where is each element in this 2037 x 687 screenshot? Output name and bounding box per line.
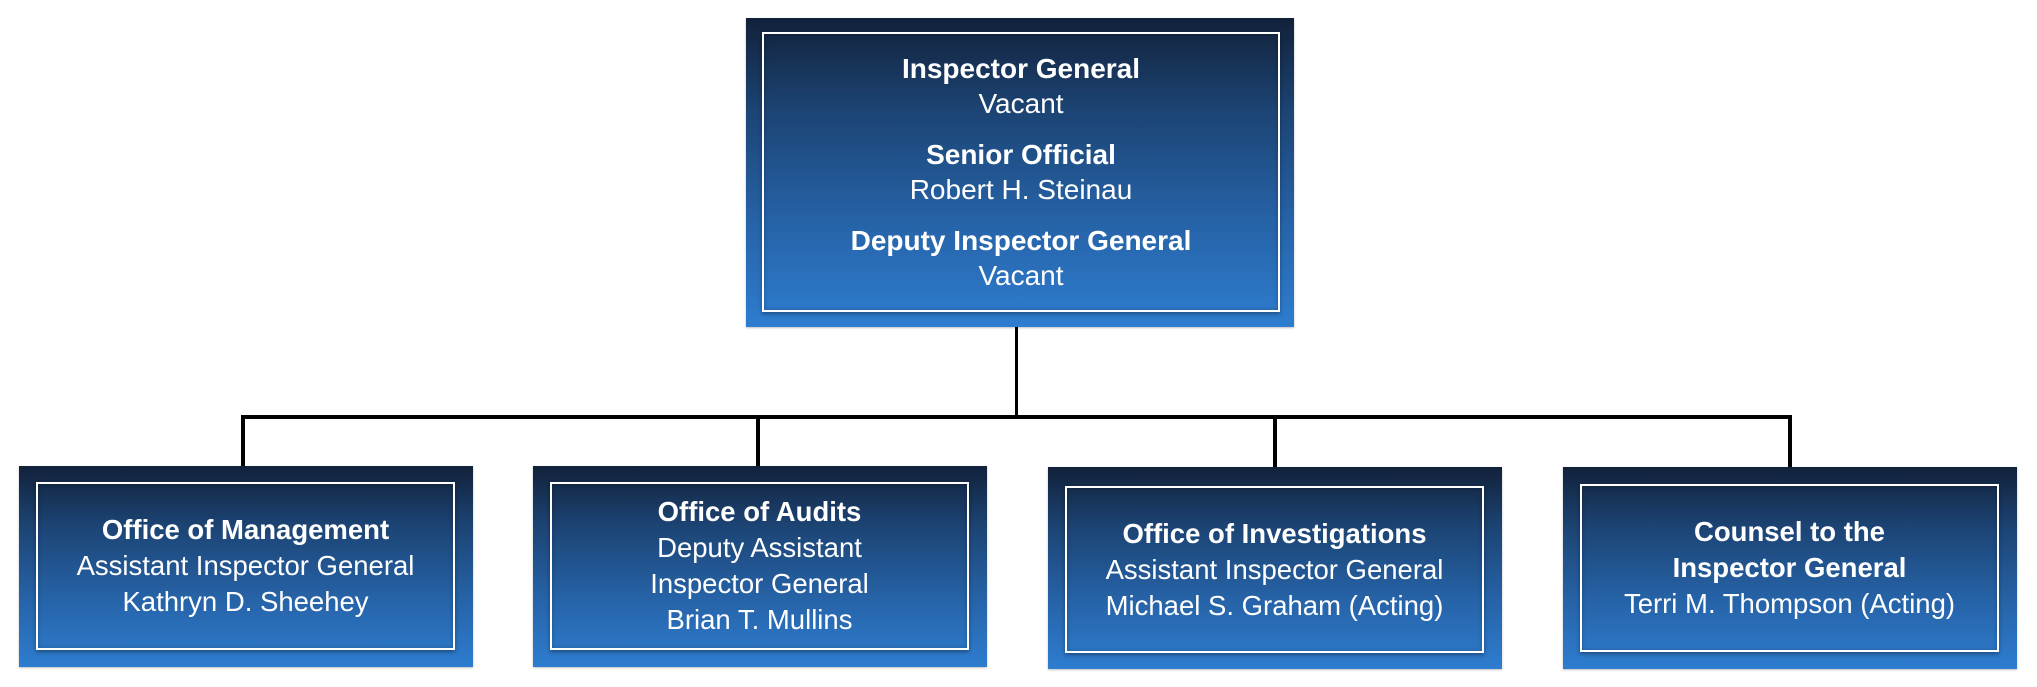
office-box-inner: Office of Audits Deputy Assistant Inspec… (550, 482, 969, 650)
office-box-inner: Office of Investigations Assistant Inspe… (1065, 486, 1484, 653)
office-detail: Inspector General (650, 568, 869, 599)
position-title: Deputy Inspector General (850, 225, 1192, 256)
inspector-general-box-inner: Inspector General Vacant Senior Official… (762, 32, 1280, 312)
office-detail: Assistant Inspector General (76, 550, 415, 581)
office-holder: Kathryn D. Sheehey (122, 586, 369, 617)
office-title: Office of Audits (657, 496, 862, 527)
office-holder: Terri M. Thompson (Acting) (1623, 588, 1956, 619)
position-holder: Vacant (978, 88, 1064, 119)
office-title: Office of Management (101, 514, 390, 545)
office-title: Counsel to the (1694, 516, 1885, 547)
position-title: Senior Official (926, 139, 1116, 170)
position-deputy-inspector-general: Deputy Inspector General Vacant (851, 223, 1192, 293)
office-holder: Michael S. Graham (Acting) (1105, 589, 1444, 621)
office-box-inner: Counsel to the Inspector General Terri M… (1580, 484, 1999, 652)
connector-drop-counsel (1788, 415, 1792, 467)
office-of-management-box: Office of Management Assistant Inspector… (19, 466, 473, 667)
office-of-investigations-box: Office of Investigations Assistant Inspe… (1048, 467, 1502, 669)
inspector-general-box: Inspector General Vacant Senior Official… (746, 18, 1294, 327)
office-detail: Assistant Inspector General (1105, 553, 1444, 585)
office-of-audits-box: Office of Audits Deputy Assistant Inspec… (533, 466, 987, 667)
office-title: Office of Investigations (1122, 517, 1427, 549)
office-detail: Deputy Assistant (657, 532, 862, 563)
position-title: Inspector General (901, 53, 1141, 84)
connector-trunk (1015, 327, 1018, 417)
connector-horizontal-bar (241, 415, 1792, 419)
connector-drop-investigations (1273, 415, 1277, 467)
office-title: Inspector General (1672, 552, 1907, 583)
position-senior-official: Senior Official Robert H. Steinau (910, 137, 1133, 207)
position-holder: Vacant (978, 260, 1064, 291)
connector-drop-audits (756, 415, 760, 466)
position-inspector-general: Inspector General Vacant (902, 51, 1140, 121)
office-box-inner: Office of Management Assistant Inspector… (36, 482, 455, 650)
connector-drop-management (241, 415, 245, 466)
office-holder: Brian T. Mullins (666, 604, 853, 635)
counsel-to-inspector-general-box: Counsel to the Inspector General Terri M… (1563, 467, 2017, 669)
position-holder: Robert H. Steinau (909, 174, 1133, 205)
